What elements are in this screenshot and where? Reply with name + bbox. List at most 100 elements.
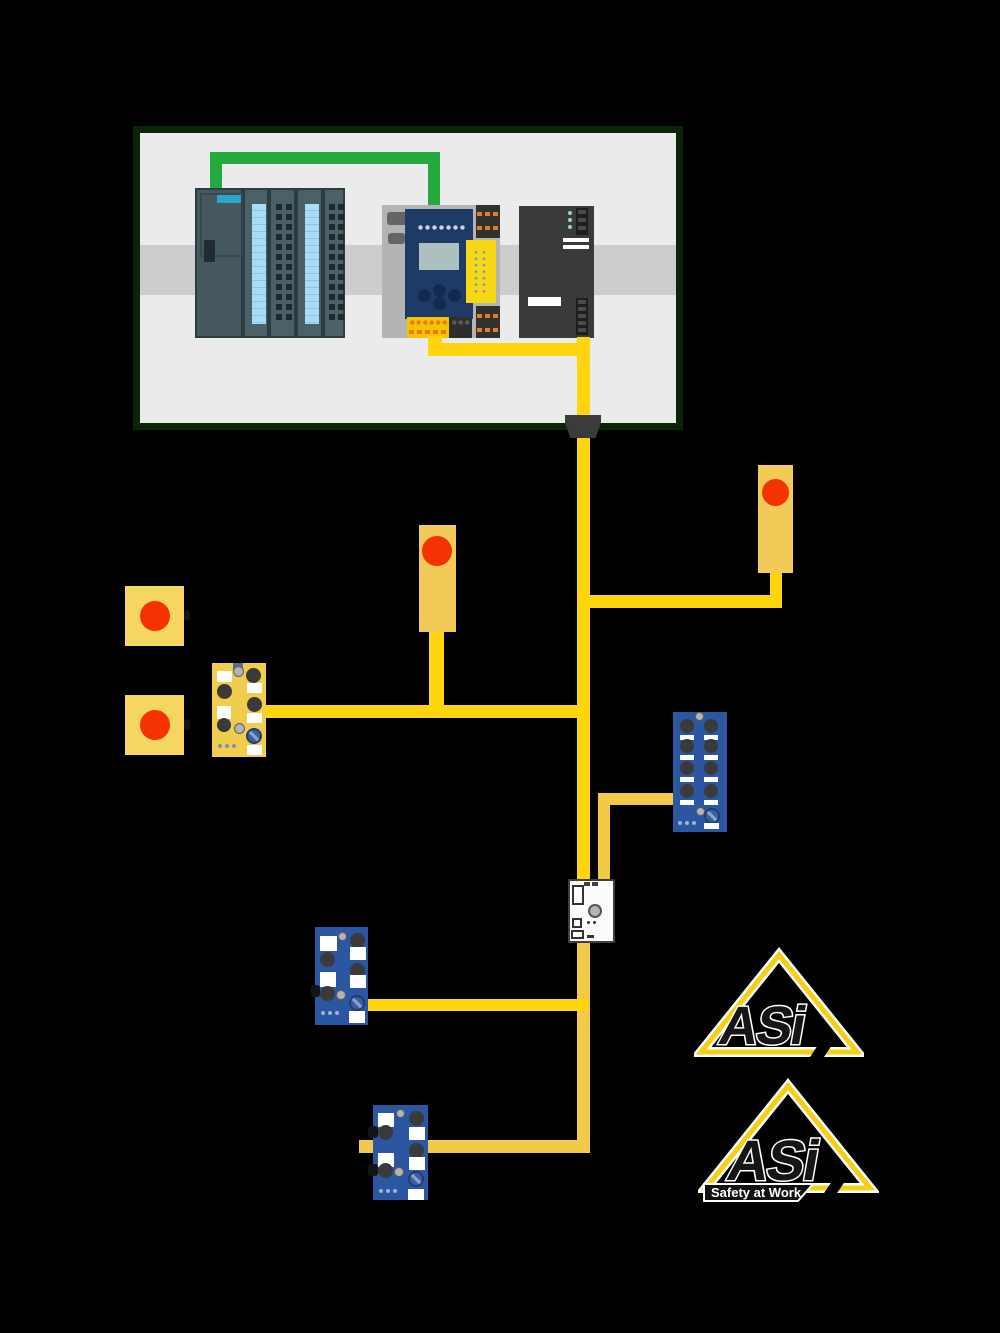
- extender-terminal: [572, 918, 582, 928]
- logo-band-gap: [806, 1039, 836, 1063]
- gateway-terminal-dots: [482, 249, 486, 294]
- gateway-button: [418, 289, 431, 302]
- plc-vent: [286, 204, 292, 324]
- asi-gateway: [382, 205, 500, 338]
- module-label: [247, 683, 262, 693]
- terminal-orange-row: [477, 226, 499, 230]
- asi-extender: [568, 879, 615, 943]
- gateway-safety-section: [466, 240, 496, 303]
- gateway-button: [448, 289, 461, 302]
- ethernet-cable-vertical-right: [428, 152, 440, 208]
- gateway-terminal-block-bottom: [476, 306, 500, 338]
- module-led-dots: [218, 744, 222, 748]
- m12-socket: [217, 718, 231, 732]
- module-cable-stub: [368, 1164, 378, 1176]
- address-screw: [246, 728, 262, 744]
- m12-socket: [409, 1111, 424, 1126]
- gateway-front-panel: [405, 209, 473, 319]
- extender-switch: [584, 882, 590, 886]
- asi-module-blue-left: [311, 927, 368, 1025]
- emergency-stop-2: [125, 695, 190, 755]
- gateway-yellow-terminals: [407, 317, 449, 338]
- terminal-orange-row: [409, 330, 447, 334]
- module-screw: [394, 1167, 404, 1177]
- m12-socket: [378, 1125, 393, 1140]
- module-led-dots: [678, 821, 682, 825]
- plc-io-module-4: [323, 188, 345, 338]
- estop-station-right: [758, 465, 793, 573]
- safety-banner: [703, 1183, 816, 1202]
- siemens-plc: [195, 188, 345, 338]
- asi-cable-psu-drop: [577, 337, 590, 417]
- module-label: [378, 1113, 394, 1127]
- gateway-button: [433, 284, 446, 297]
- asi-safety-logo: ASi Safety at Work: [698, 1078, 879, 1202]
- asi-module-yellow: [212, 663, 266, 757]
- extender-switch: [592, 882, 598, 886]
- estop-red-button: [140, 710, 170, 740]
- m12-socket: [217, 684, 232, 699]
- m12-socket: [350, 933, 365, 948]
- m12-socket: [704, 784, 718, 798]
- estop-red-button: [140, 601, 170, 631]
- asi-branch-left-horizontal: [266, 705, 590, 718]
- module-screw: [396, 1109, 405, 1118]
- extender-mark: [587, 935, 594, 938]
- extender-leds: [587, 921, 590, 924]
- terminal-orange-row: [477, 212, 499, 216]
- gateway-terminal-block-top: [476, 205, 500, 238]
- terminal-dots: [451, 320, 471, 325]
- module-cable-stub: [368, 1126, 378, 1138]
- extender-knob: [588, 904, 602, 918]
- extender-terminal: [571, 930, 584, 939]
- module-screw: [234, 723, 245, 734]
- gateway-led-row: [417, 225, 467, 230]
- psu-led-column: [568, 211, 572, 215]
- plc-vent: [276, 204, 282, 324]
- m12-socket: [409, 1143, 424, 1158]
- asi-module-blue-right: [673, 712, 727, 832]
- m12-socket: [378, 1163, 393, 1178]
- module-label: [680, 800, 694, 805]
- gateway-port-icon: [387, 212, 408, 225]
- m12-socket: [680, 739, 694, 753]
- m12-socket: [320, 952, 335, 967]
- terminal-orange-row: [477, 328, 499, 332]
- module-label: [350, 975, 366, 988]
- plc-io-module-1: [243, 188, 269, 338]
- gateway-button: [433, 297, 446, 310]
- gateway-terminal-dots: [474, 249, 478, 294]
- estop-red-button: [762, 479, 789, 506]
- extender-terminal: [572, 885, 584, 905]
- m12-socket: [350, 963, 365, 978]
- gateway-port-icon: [388, 233, 405, 244]
- module-label: [680, 777, 694, 782]
- terminal-dots: [409, 320, 447, 325]
- plc-label-strip: [305, 204, 319, 324]
- address-screw: [408, 1171, 424, 1187]
- m12-socket: [247, 697, 262, 712]
- module-label: [217, 706, 231, 719]
- asi-logo: ASi: [694, 947, 864, 1063]
- power-supply: [519, 206, 594, 338]
- psu-stripe: [563, 238, 589, 242]
- address-screw: [704, 808, 720, 824]
- plc-vent: [329, 204, 335, 324]
- module-label: [680, 755, 694, 760]
- m12-socket: [704, 761, 718, 775]
- logo-band-gap: [820, 1174, 850, 1199]
- gateway-lcd-display: [419, 243, 459, 270]
- psu-stripe: [563, 245, 589, 249]
- m12-socket: [680, 719, 694, 733]
- module-label: [704, 777, 718, 782]
- plc-io-module-3: [296, 188, 323, 338]
- module-label: [704, 800, 718, 805]
- emergency-stop-1: [125, 586, 190, 646]
- estop-connector: [184, 610, 190, 621]
- module-label: [409, 1127, 425, 1140]
- module-led-dots: [321, 1011, 325, 1015]
- m12-socket: [704, 739, 718, 753]
- module-label: [704, 823, 719, 829]
- asi-branch-right-horizontal: [583, 595, 782, 608]
